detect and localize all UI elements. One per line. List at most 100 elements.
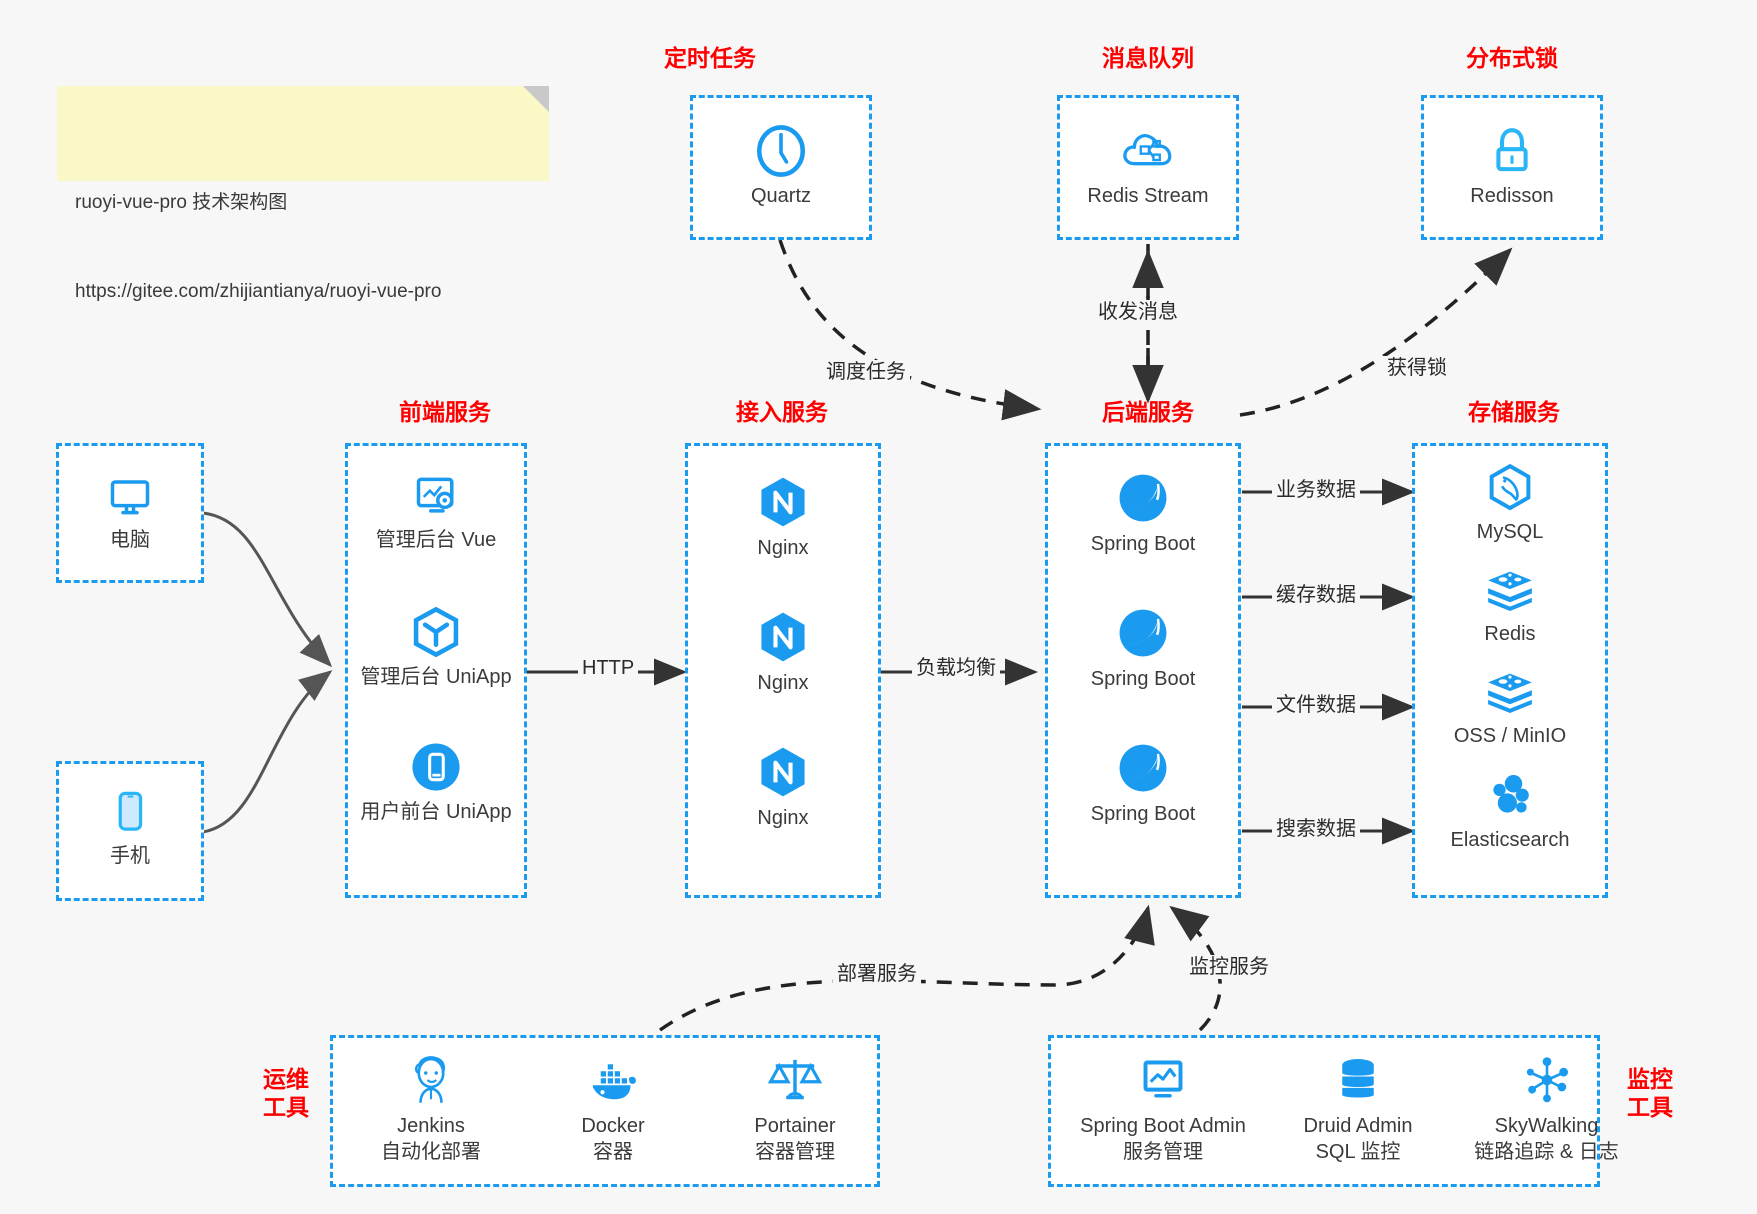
group-box-monitoring: Spring Boot Admin 服务管理 Druid Admin SQL 监… <box>1048 1035 1619 1187</box>
nginx-icon <box>761 747 805 797</box>
node-label-elasticsearch: Elasticsearch <box>1450 829 1570 851</box>
node-label-mysql: MySQL <box>1476 521 1544 543</box>
edge-label-schedule-task: 调度任务 <box>822 360 910 384</box>
edge-label-send-receive-message: 收发消息 <box>1094 300 1182 324</box>
skywalking-icon <box>1526 1057 1568 1103</box>
group-box-device-phone: 手机 <box>56 761 204 901</box>
group-title-distributed-lock: 分布式锁 <box>1466 45 1558 71</box>
node-label-admin-uniapp: 管理后台 UniApp <box>360 666 512 688</box>
node-label-spring-boot-3: Spring Boot <box>1090 803 1196 825</box>
node-label-phone: 手机 <box>110 845 150 867</box>
node-nginx-3[interactable]: Nginx <box>688 742 878 831</box>
diagram-note: ruoyi-vue-pro 技术架构图 https://gitee.com/zh… <box>57 86 549 302</box>
node-spring-boot-2[interactable]: Spring Boot <box>1048 603 1238 692</box>
node-label-skywalking: SkyWalking <box>1494 1115 1599 1137</box>
node-label-spring-boot-2: Spring Boot <box>1090 668 1196 690</box>
node-label-nginx-3: Nginx <box>757 807 809 829</box>
node-sublabel-skywalking: 链路追踪 & 日志 <box>1474 1141 1619 1163</box>
node-label-spring-boot-1: Spring Boot <box>1090 533 1196 555</box>
node-redisson[interactable]: Redisson <box>1424 122 1600 209</box>
node-label-redisson: Redisson <box>1470 185 1554 207</box>
node-label-redis: Redis <box>1484 623 1536 645</box>
cloud-queue-icon <box>1123 134 1172 166</box>
note-title: ruoyi-vue-pro 技术架构图 <box>75 192 288 214</box>
edge-label-monitor-service: 监控服务 <box>1185 955 1273 979</box>
node-admin-uniapp[interactable]: 管理后台 UniApp <box>348 603 524 690</box>
group-box-message-queue: Redis Stream <box>1057 95 1239 240</box>
node-label-user-uniapp: 用户前台 UniApp <box>360 801 512 823</box>
oss-minio-icon <box>1488 673 1532 713</box>
node-label-docker: Docker <box>581 1115 645 1137</box>
group-title-devops: 运维 工具 <box>263 1066 309 1121</box>
clock-icon <box>756 125 806 177</box>
group-title-monitoring: 监控 工具 <box>1627 1066 1673 1121</box>
group-title-backend: 后端服务 <box>1102 399 1194 425</box>
group-box-scheduled-task: Quartz <box>690 95 872 240</box>
node-spring-boot-1[interactable]: Spring Boot <box>1048 468 1238 557</box>
group-box-device-computer: 电脑 <box>56 443 204 583</box>
group-title-storage: 存储服务 <box>1468 399 1560 425</box>
group-box-storage: MySQL Redis <box>1412 443 1608 898</box>
docker-icon <box>592 1064 636 1100</box>
group-box-devops: Jenkins 自动化部署 Docker 容器 <box>330 1035 880 1187</box>
node-sublabel-jenkins: 自动化部署 <box>381 1141 481 1163</box>
node-docker[interactable]: Docker 容器 <box>533 1052 693 1165</box>
node-label-jenkins: Jenkins <box>397 1115 465 1137</box>
database-icon <box>1342 1059 1374 1098</box>
spring-boot-icon <box>1119 474 1167 522</box>
node-redis-stream[interactable]: Redis Stream <box>1060 122 1236 209</box>
edge-label-acquire-lock: 获得锁 <box>1383 356 1451 380</box>
spring-boot-icon <box>1119 744 1167 792</box>
node-spring-boot-admin[interactable]: Spring Boot Admin 服务管理 <box>1063 1052 1263 1165</box>
edge-label-deploy-service: 部署服务 <box>833 962 921 986</box>
node-label-nginx-2: Nginx <box>757 672 809 694</box>
group-box-frontend: 管理后台 Vue 管理后台 UniApp 用户前台 UniApp <box>345 443 527 898</box>
node-sublabel-spring-boot-admin: 服务管理 <box>1123 1141 1203 1163</box>
node-admin-vue[interactable]: 管理后台 Vue <box>348 468 524 553</box>
group-title-frontend: 前端服务 <box>399 399 491 425</box>
node-label-admin-vue: 管理后台 Vue <box>375 529 497 551</box>
node-label-quartz: Quartz <box>750 185 812 207</box>
node-label-spring-boot-admin: Spring Boot Admin <box>1080 1115 1246 1137</box>
node-label-druid-admin: Druid Admin <box>1303 1115 1413 1137</box>
node-jenkins[interactable]: Jenkins 自动化部署 <box>351 1052 511 1165</box>
node-druid-admin[interactable]: Druid Admin SQL 监控 <box>1273 1052 1443 1165</box>
edge-label-business-data: 业务数据 <box>1272 478 1360 502</box>
smartphone-icon <box>118 791 143 831</box>
node-label-redis-stream: Redis Stream <box>1087 185 1209 207</box>
nginx-icon <box>761 477 805 527</box>
node-quartz[interactable]: Quartz <box>693 122 869 209</box>
group-box-gateway: Nginx Nginx Nginx <box>685 443 881 898</box>
node-label-computer: 电脑 <box>110 529 150 551</box>
elasticsearch-icon <box>1493 775 1529 813</box>
note-url: https://gitee.com/zhijiantianya/ruoyi-vu… <box>75 280 442 302</box>
node-elasticsearch[interactable]: Elasticsearch <box>1415 768 1605 853</box>
monitor-chart-icon <box>1143 1060 1183 1098</box>
group-box-distributed-lock: Redisson <box>1421 95 1603 240</box>
node-label-nginx-1: Nginx <box>757 537 809 559</box>
node-nginx-2[interactable]: Nginx <box>688 607 878 696</box>
node-mysql[interactable]: MySQL <box>1415 460 1605 545</box>
group-box-backend: Spring Boot Spring Boot Spring Boot <box>1045 443 1241 898</box>
node-skywalking[interactable]: SkyWalking 链路追踪 & 日志 <box>1439 1052 1654 1165</box>
note-fold-corner <box>523 86 549 112</box>
node-user-uniapp[interactable]: 用户前台 UniApp <box>348 738 524 825</box>
group-title-gateway: 接入服务 <box>736 399 828 425</box>
group-title-message-queue: 消息队列 <box>1102 45 1194 71</box>
node-sublabel-docker: 容器 <box>593 1141 633 1163</box>
lock-icon <box>1496 128 1528 172</box>
node-portainer[interactable]: Portainer 容器管理 <box>715 1052 875 1165</box>
node-phone[interactable]: 手机 <box>59 784 201 869</box>
node-redis[interactable]: Redis <box>1415 562 1605 647</box>
node-computer[interactable]: 电脑 <box>59 468 201 553</box>
node-spring-boot-3[interactable]: Spring Boot <box>1048 738 1238 827</box>
mobile-app-icon <box>412 743 460 791</box>
node-sublabel-druid-admin: SQL 监控 <box>1315 1141 1401 1163</box>
edge-label-file-data: 文件数据 <box>1272 693 1360 717</box>
node-oss-minio[interactable]: OSS / MinIO <box>1415 664 1605 749</box>
node-nginx-1[interactable]: Nginx <box>688 472 878 561</box>
edge-label-cache-data: 缓存数据 <box>1272 583 1360 607</box>
jenkins-icon <box>414 1056 446 1103</box>
node-label-oss-minio: OSS / MinIO <box>1453 725 1567 747</box>
